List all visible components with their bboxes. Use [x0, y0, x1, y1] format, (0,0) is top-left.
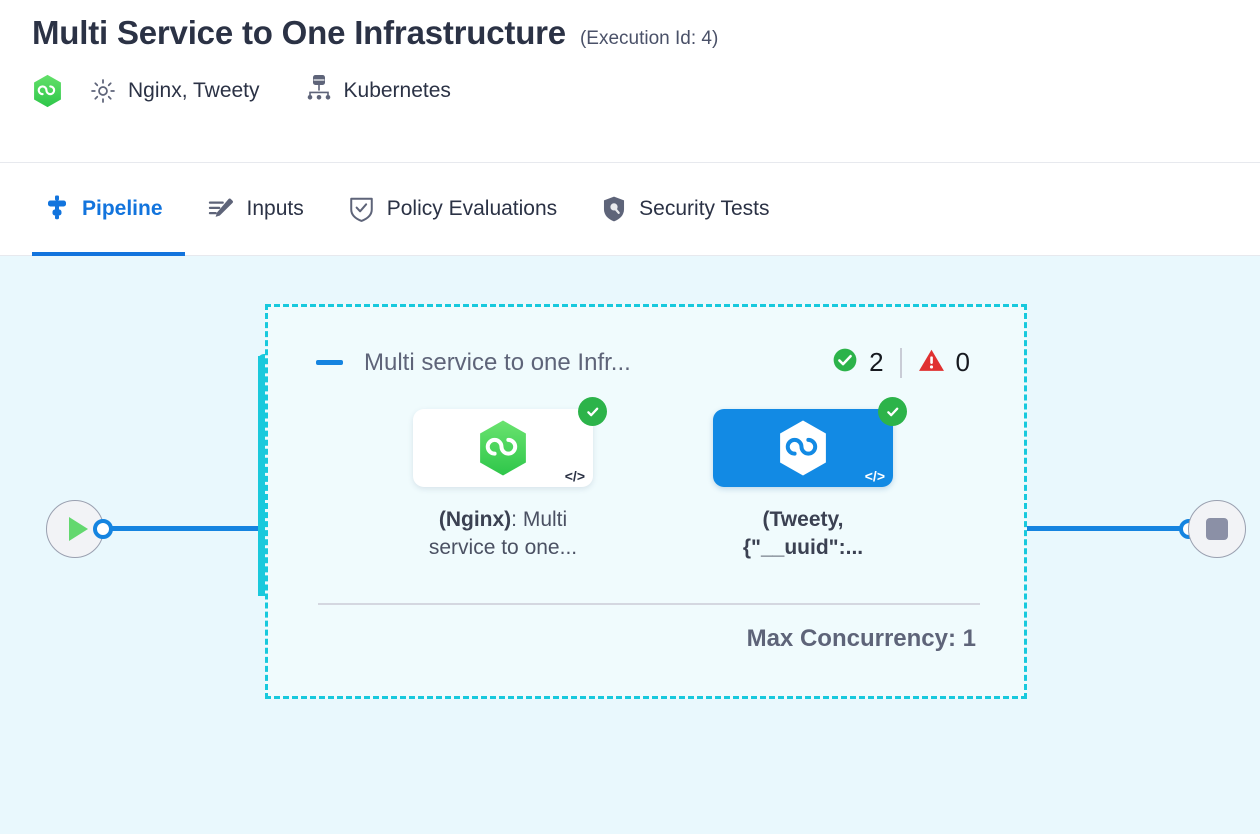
group-title: Multi service to one Infr...: [364, 348, 631, 376]
end-node[interactable]: [1188, 500, 1246, 558]
minus-icon[interactable]: [316, 360, 343, 365]
service-card-nginx-name: (Nginx): [438, 508, 512, 531]
hexagon-infinity-icon: [480, 420, 526, 476]
header-meta-row: Nginx, Tweety Kubernetes: [32, 73, 1260, 108]
check-circle-icon: [832, 347, 858, 378]
play-icon: [68, 517, 88, 541]
group-counts: 2 0: [832, 347, 970, 378]
code-tag-icon[interactable]: </>: [864, 468, 885, 484]
pipeline-canvas[interactable]: 2 Service(s), 1 Environment(s) Multi ser…: [0, 256, 1260, 834]
tab-inputs[interactable]: Inputs: [185, 163, 326, 256]
brand-hexagon-infinity-icon: [32, 74, 63, 108]
group-header: Multi service to one Infr... 2: [316, 347, 984, 378]
services-text: Nginx, Tweety: [128, 78, 260, 102]
max-concurrency-label: Max Concurrency: 1: [746, 625, 976, 652]
tab-pipeline-label: Pipeline: [82, 197, 163, 220]
tab-bar: Pipeline Inputs Policy Evaluations: [0, 163, 1260, 256]
tab-security-label: Security Tests: [639, 197, 770, 220]
group-accent-bar: [258, 356, 269, 596]
pipeline-group[interactable]: Multi service to one Infr... 2: [265, 304, 1027, 699]
success-count: 2: [869, 347, 884, 377]
warning-count: 0: [955, 347, 970, 377]
service-card-tweety[interactable]: </>: [713, 397, 907, 487]
service-card-tweety-column: </> (Tweety, {"__uuid":...: [713, 397, 907, 563]
check-circle-icon: [578, 397, 607, 426]
tab-security-tests[interactable]: Security Tests: [579, 163, 791, 256]
page-title: Multi Service to One Infrastructure: [32, 14, 566, 51]
edge-group-to-end: [1025, 526, 1182, 531]
stop-icon: [1206, 518, 1228, 540]
check-circle-icon: [878, 397, 907, 426]
tab-inputs-label: Inputs: [246, 197, 304, 220]
service-card-list: </> (Nginx): Multi service to one...: [413, 397, 907, 563]
hexagon-infinity-icon: [780, 420, 826, 476]
group-divider: [318, 603, 980, 605]
tab-pipeline[interactable]: Pipeline: [32, 163, 185, 256]
page-header: Multi Service to One Infrastructure (Exe…: [0, 0, 1260, 163]
gear-icon: [89, 77, 117, 105]
title-row: Multi Service to One Infrastructure (Exe…: [32, 14, 1260, 52]
shield-check-icon: [348, 195, 375, 223]
infrastructure-text: Kubernetes: [343, 78, 451, 102]
counts-divider: [899, 347, 902, 378]
pipeline-icon: [44, 195, 70, 223]
service-card-nginx-desc: : Multi service to one...: [428, 508, 578, 560]
service-card-nginx-column: </> (Nginx): Multi service to one...: [413, 397, 607, 563]
code-tag-icon[interactable]: </>: [564, 468, 585, 484]
tab-policy-label: Policy Evaluations: [386, 197, 558, 220]
execution-id: (Execution Id: 4): [579, 28, 719, 49]
tab-policy-evaluations[interactable]: Policy Evaluations: [326, 163, 579, 256]
service-card-tweety-name: (Tweety, {"__uuid":...: [742, 508, 864, 560]
service-card-nginx[interactable]: </>: [413, 397, 607, 487]
edge-start-to-group: [110, 526, 265, 531]
warning-triangle-icon: [918, 348, 945, 378]
service-card-nginx-label: (Nginx): Multi service to one...: [413, 506, 593, 563]
edit-pencil-icon: [207, 195, 235, 223]
cluster-icon: [305, 73, 333, 108]
service-card-tweety-label: (Tweety, {"__uuid":...: [713, 506, 893, 563]
shield-lock-icon: [601, 195, 627, 223]
infrastructure-group: Kubernetes: [305, 73, 451, 108]
